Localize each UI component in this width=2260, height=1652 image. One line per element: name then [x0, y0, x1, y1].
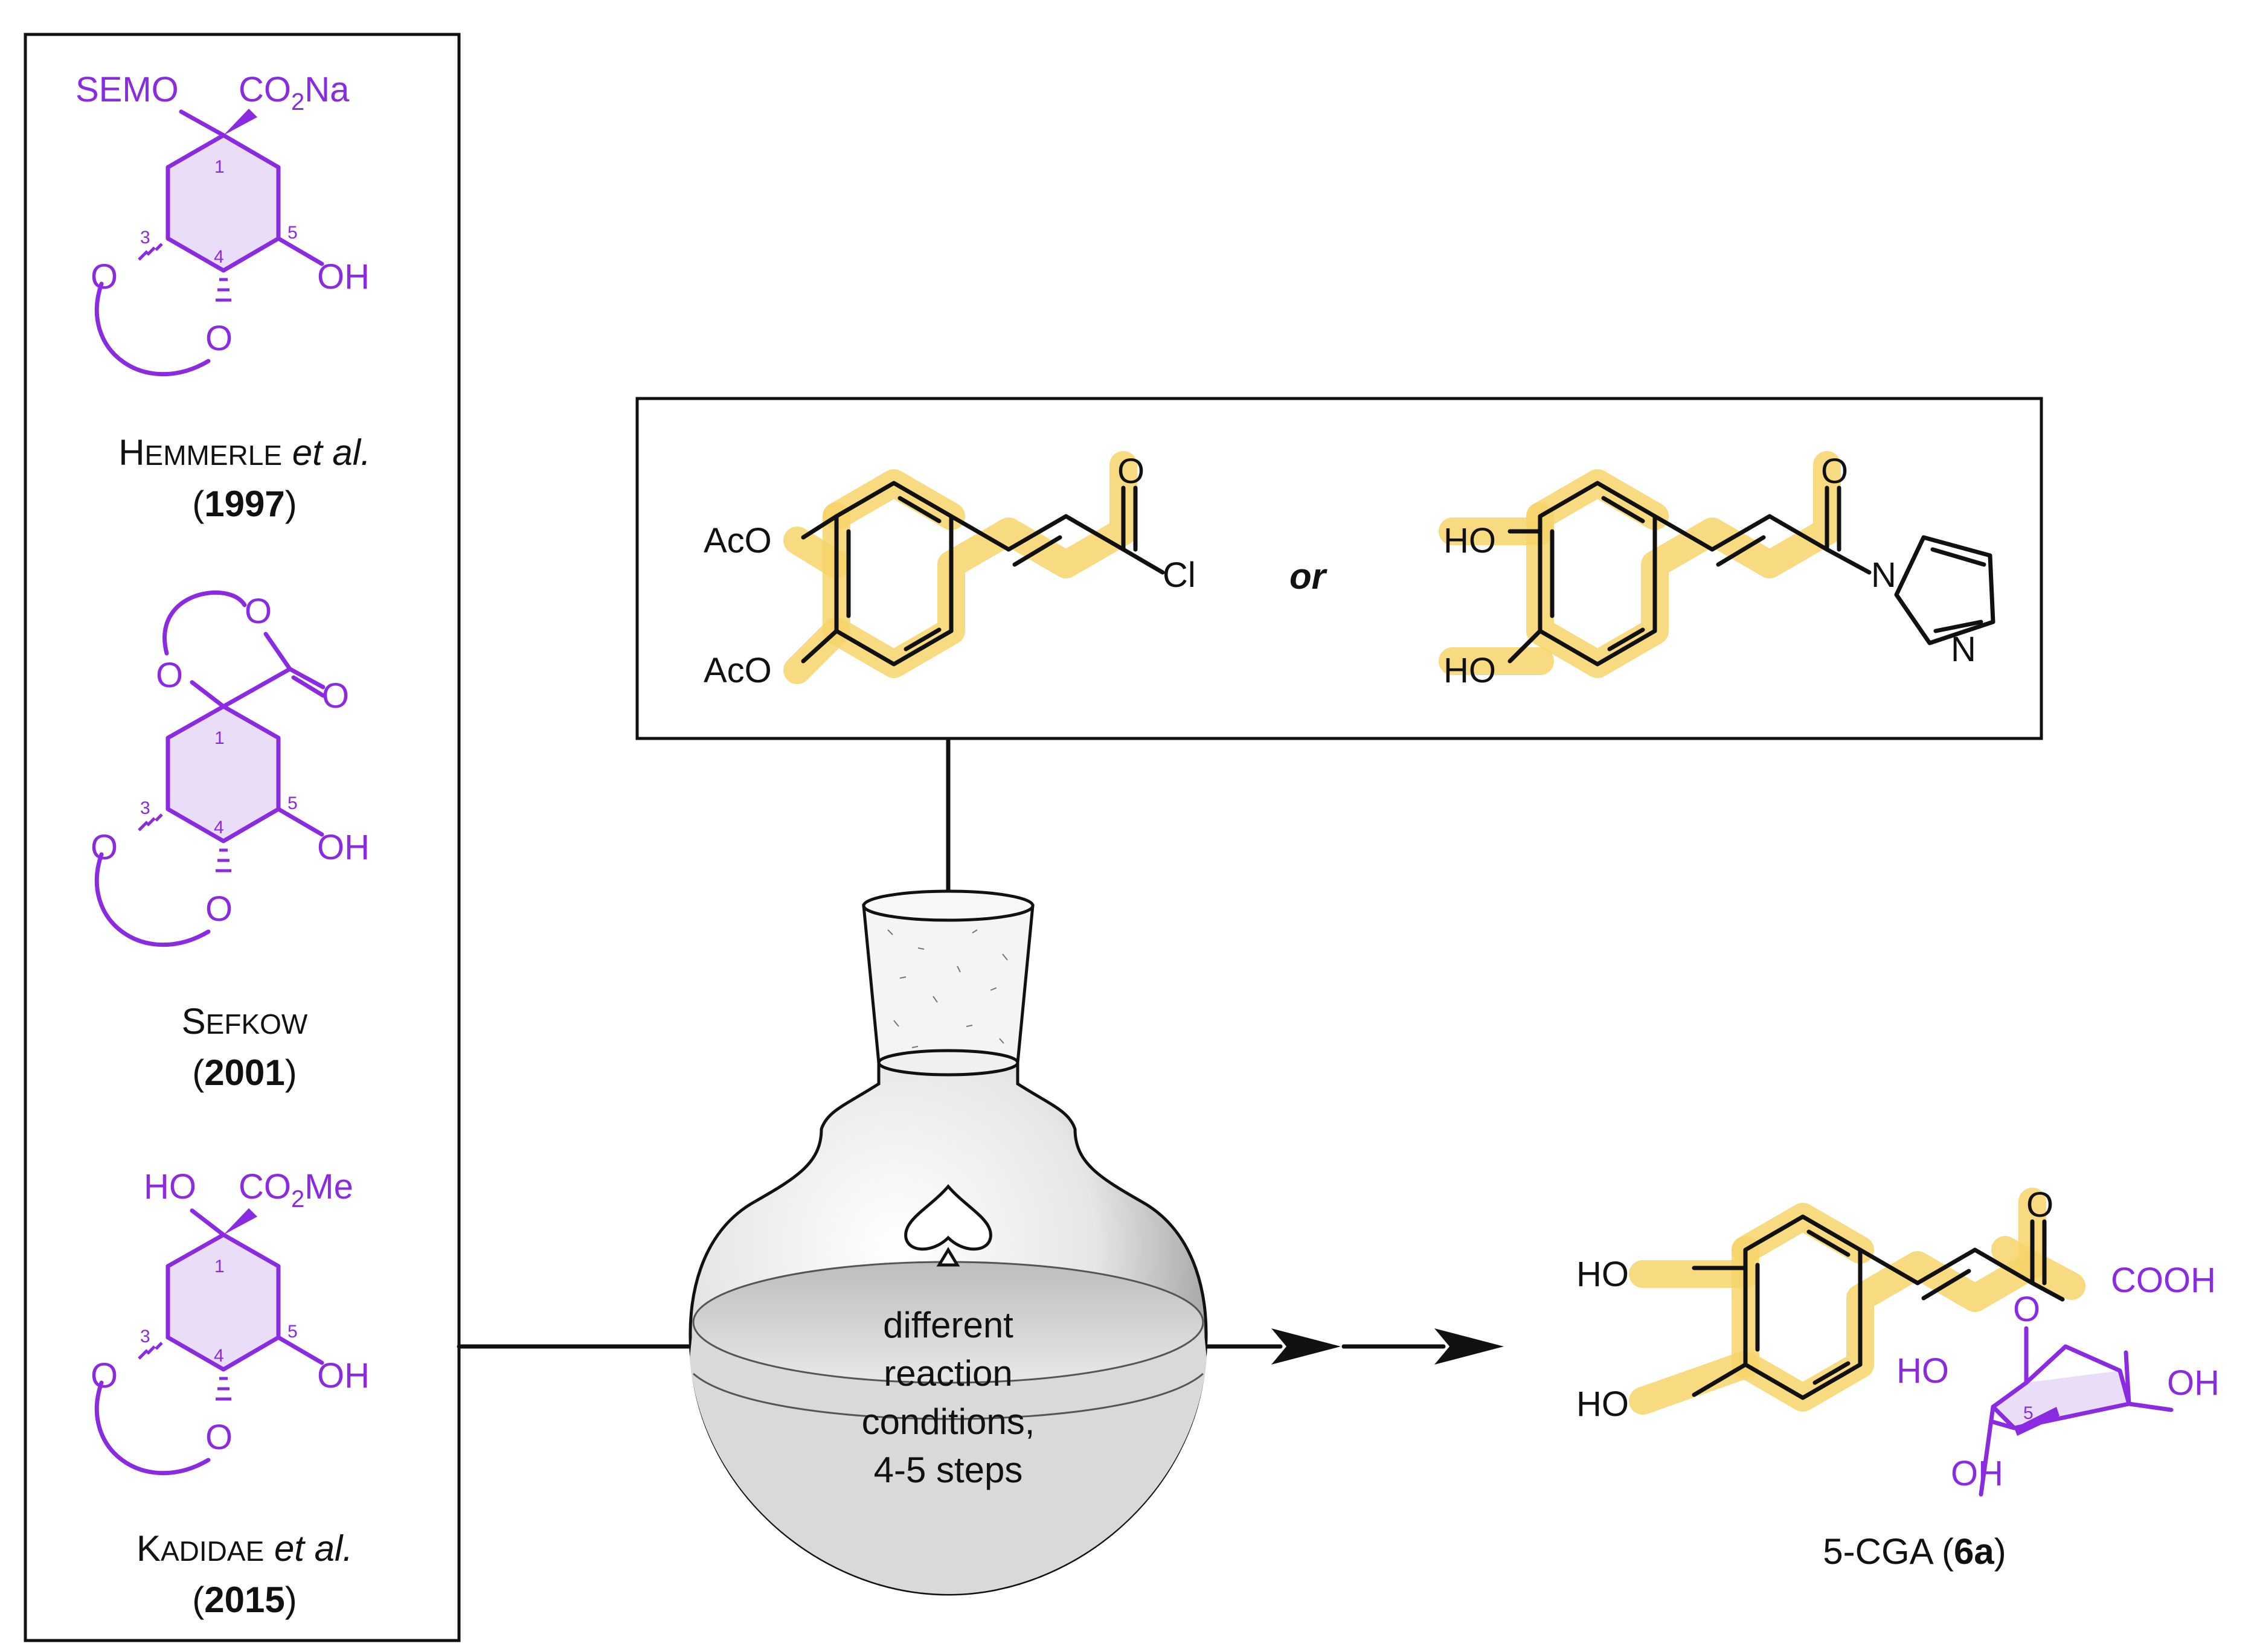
- sefkow-oh: OH: [317, 828, 370, 867]
- hemmerle-author: HEMMERLE et al.: [118, 432, 371, 473]
- kadidae-year: (2015): [192, 1580, 297, 1620]
- hemmerle-tether: [94, 281, 211, 377]
- sefkow-carbonyl-o: O: [322, 676, 349, 716]
- hemmerle-oh: OH: [317, 257, 370, 296]
- hemmerle-o3: O: [91, 257, 118, 296]
- kadidae-ho-label: HO: [144, 1167, 196, 1206]
- kadidae-o3: O: [91, 1356, 118, 1395]
- hemmerle-ring-fill: [168, 135, 278, 271]
- imidazole-n3: N: [1951, 630, 1976, 669]
- imidazolide-ho-bottom: HO: [1443, 651, 1496, 690]
- sefkow-ring-o: O: [156, 656, 183, 695]
- imidazole-ring: [1894, 535, 1995, 645]
- acid-chloride-cl: Cl: [1163, 555, 1196, 595]
- acetoxy-bottom-label: AcO: [704, 651, 772, 690]
- hemmerle-year: (1997): [192, 484, 297, 524]
- output-arrow-1-head: [1271, 1328, 1341, 1365]
- hemmerle-locant-1: 1: [214, 157, 225, 177]
- kadidae-o4: O: [205, 1418, 233, 1457]
- product-oh-c1: OH: [2167, 1363, 2220, 1403]
- sefkow-ring-o-2: O: [245, 592, 272, 631]
- condition-line-4: 4-5 steps: [874, 1450, 1023, 1490]
- hemmerle-semo-label: SEMO: [75, 70, 179, 109]
- or-connector: or: [1289, 556, 1328, 597]
- round-bottom-flask: different reaction conditions, 4-5 steps: [689, 889, 1208, 1596]
- condition-line-1: different: [883, 1305, 1013, 1345]
- product-oh-bottom: OH: [1951, 1454, 2003, 1493]
- product-ho-ring: HO: [1896, 1351, 1949, 1391]
- flask-stopper: [862, 904, 1035, 1065]
- hemmerle-structure: SEMO CO2Na 1 3 4 5 O O OH: [75, 70, 370, 377]
- imidazole-n1: N: [1871, 555, 1896, 595]
- kadidae-locant-1: 1: [214, 1257, 225, 1276]
- sefkow-author: SEFKOW: [182, 1001, 308, 1042]
- acid-chloride-carbonyl-o: O: [1117, 452, 1144, 491]
- spade-icon: [904, 1184, 992, 1267]
- kadidae-locant-5: 5: [287, 1322, 298, 1342]
- left-panel-frame: [24, 33, 461, 1642]
- sefkow-year: (2001): [192, 1052, 297, 1093]
- output-arrow-2-head: [1434, 1328, 1504, 1365]
- kadidae-locant-4: 4: [214, 1346, 224, 1366]
- product-locant-5: 5: [2023, 1403, 2034, 1423]
- product-5cga: HO HO O O COOH OH HO OH 5: [1576, 1185, 2220, 1497]
- sefkow-o4: O: [205, 889, 233, 929]
- hemmerle-locant-4: 4: [214, 247, 224, 267]
- sefkow-locant-4: 4: [214, 818, 224, 837]
- product-ho-bottom: HO: [1576, 1385, 1629, 1424]
- sefkow-o3: O: [91, 828, 118, 867]
- product-label: 5-CGA (6a): [1823, 1531, 2006, 1572]
- sefkow-ring: [165, 704, 281, 844]
- kadidae-ester-label: CO2Me: [239, 1167, 353, 1212]
- sefkow-locant-3: 3: [140, 798, 150, 818]
- product-ester-o: O: [2013, 1290, 2040, 1329]
- hemmerle-ring: [165, 133, 281, 273]
- kadidae-ring: [165, 1232, 281, 1372]
- sefkow-locant-1: 1: [214, 728, 225, 748]
- reagent-box-frame: [635, 397, 2043, 740]
- hemmerle-locant-5: 5: [287, 223, 298, 243]
- imidazolide-carbonyl-o: O: [1821, 452, 1848, 491]
- product-cooh: COOH: [2111, 1261, 2216, 1300]
- kadidae-oh: OH: [317, 1356, 370, 1395]
- acetoxy-top-label: AcO: [704, 521, 772, 560]
- hemmerle-ester-label: CO2Na: [239, 70, 350, 115]
- sefkow-locant-5: 5: [287, 793, 298, 813]
- product-ho-top: HO: [1576, 1255, 1629, 1294]
- hemmerle-o4: O: [205, 319, 233, 358]
- hemmerle-locant-3: 3: [140, 228, 150, 248]
- acid-chloride-reagent: AcO AcO O Cl: [704, 451, 1196, 690]
- imidazolide-reagent: HO HO O N N: [1439, 451, 1995, 690]
- kadidae-locant-3: 3: [140, 1327, 150, 1346]
- kadidae-structure: HO CO2Me 1 3 4 5 O O OH: [91, 1167, 370, 1476]
- sefkow-structure: O O O 1 3 4 5 O O OH: [91, 591, 370, 947]
- imidazolide-ho-top: HO: [1443, 521, 1496, 560]
- condition-line-2: reaction: [884, 1353, 1012, 1394]
- product-carbonyl-o: O: [2026, 1185, 2053, 1225]
- kadidae-author: KADIDAE et al.: [136, 1528, 353, 1569]
- condition-line-3: conditions,: [862, 1401, 1035, 1442]
